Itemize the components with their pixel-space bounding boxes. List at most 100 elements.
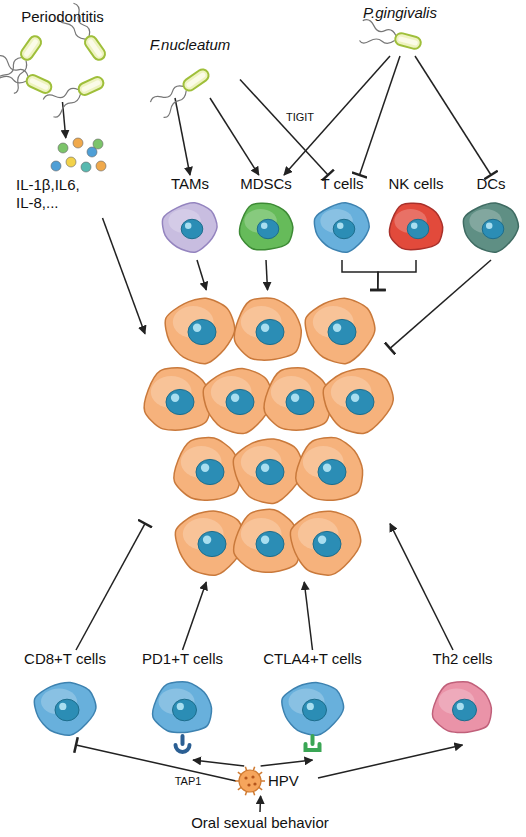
bacterium-node: F.nucleatum [140,36,240,98]
nucleus-highlight [261,536,269,544]
cell-body [296,437,363,500]
flagellum [0,67,26,91]
bacterium-core [29,78,49,91]
cell-nucleus [198,531,226,556]
nucleus-highlight [323,464,331,472]
connector [261,760,313,766]
cell-nucleus [482,219,504,238]
node-label: P.gingivalis [350,4,450,22]
cell-nucleus [256,459,284,484]
cell-nucleus [318,459,346,484]
cytokine-dot [73,138,83,148]
pathogen-group: Periodontitis [5,4,120,102]
cell-body [162,203,217,253]
bacterium-symbol [149,64,215,120]
cell-nucleus [453,699,477,721]
bacterium-core [398,36,419,46]
node-label: CD8+T cells [10,650,120,668]
cell-nucleus [55,699,79,721]
connector [240,79,328,175]
bacterium-core [81,80,101,93]
nucleus-highlight [351,394,359,402]
flagellum [359,32,395,51]
connector [259,796,261,812]
cell-nucleus [328,319,356,344]
node-label: IL-1β,IL6, IL-8,... [16,176,96,212]
virus-spike [259,787,262,789]
node-label: CTLA4+T cells [255,650,370,668]
connector [390,524,453,650]
edge-label: TAP1 [175,775,202,787]
node-label: Th2 cells [415,650,510,668]
nucleus-highlight [261,223,267,229]
nucleus-highlight [261,464,269,472]
virus-dot [244,776,247,779]
cell-nucleus [196,459,224,484]
nucleus-highlight [177,703,184,710]
cell-body [234,509,301,572]
nucleus-highlight [486,223,492,229]
nucleus-highlight [337,223,343,229]
bacterium-symbol [42,71,108,119]
nucleus-highlight [171,394,179,402]
nucleus-highlight [261,324,269,332]
connector [175,98,190,175]
bacterium-body [25,73,54,95]
nucleus-highlight [185,223,191,229]
cell-nucleus [173,699,197,721]
connector [360,56,401,175]
immune-cell: Th2 cells [415,650,510,745]
virus-node: HPV [236,766,318,796]
bacterium-body [181,67,211,93]
node-label: T cells [307,175,377,193]
nucleus-highlight [457,703,464,710]
bacterium-body [394,32,422,50]
receptor-symbol [306,736,320,750]
cytokine-dot [93,139,103,149]
node-label: TAMs [155,175,225,193]
cell-body [314,203,369,252]
node-label: F.nucleatum [140,36,240,54]
cytokine-dot [51,161,61,171]
cytokine-dot [96,161,106,171]
nucleus-highlight [291,394,299,402]
node-label: Periodontitis [5,8,120,26]
nucleus-highlight [59,703,66,710]
bacterium-symbol [357,19,423,58]
cell-nucleus [333,219,355,238]
connector [193,760,244,766]
nucleus-highlight [318,536,326,544]
nucleus-highlight [193,324,201,332]
virus-dot [251,775,254,778]
node-label: NK cells [380,175,452,193]
nucleus-highlight [203,536,211,544]
cell-body [290,511,360,575]
connector [318,745,463,778]
node-illustration [145,290,390,582]
flagellum [0,54,31,77]
connector [284,56,390,175]
cell-body [144,368,211,430]
cytokine-dot [66,157,76,167]
cell-nucleus [313,531,341,556]
virus-body [239,770,261,792]
bacterium-node: P.gingivalis [350,4,450,56]
immune-cell: TAMs [155,175,225,260]
immune-cell: DCs [460,175,522,260]
immune-cell: MDSCs [230,175,302,260]
cytokine-node: IL-1β,IL6, IL-8,... [8,138,113,218]
cell-nucleus [303,699,327,721]
cell-body [234,298,301,360]
cell-body [34,682,96,735]
flagellum [158,90,192,118]
connector [304,582,312,650]
virus-spike [261,780,265,782]
immune-cell: CTLA4+T cells [255,650,370,760]
bacterium-symbol [0,54,55,102]
virus-dot [253,782,256,785]
cytokine-dot [58,143,68,153]
connector [378,260,416,290]
bacterium-body [19,34,44,62]
bacterium-core [87,38,103,57]
